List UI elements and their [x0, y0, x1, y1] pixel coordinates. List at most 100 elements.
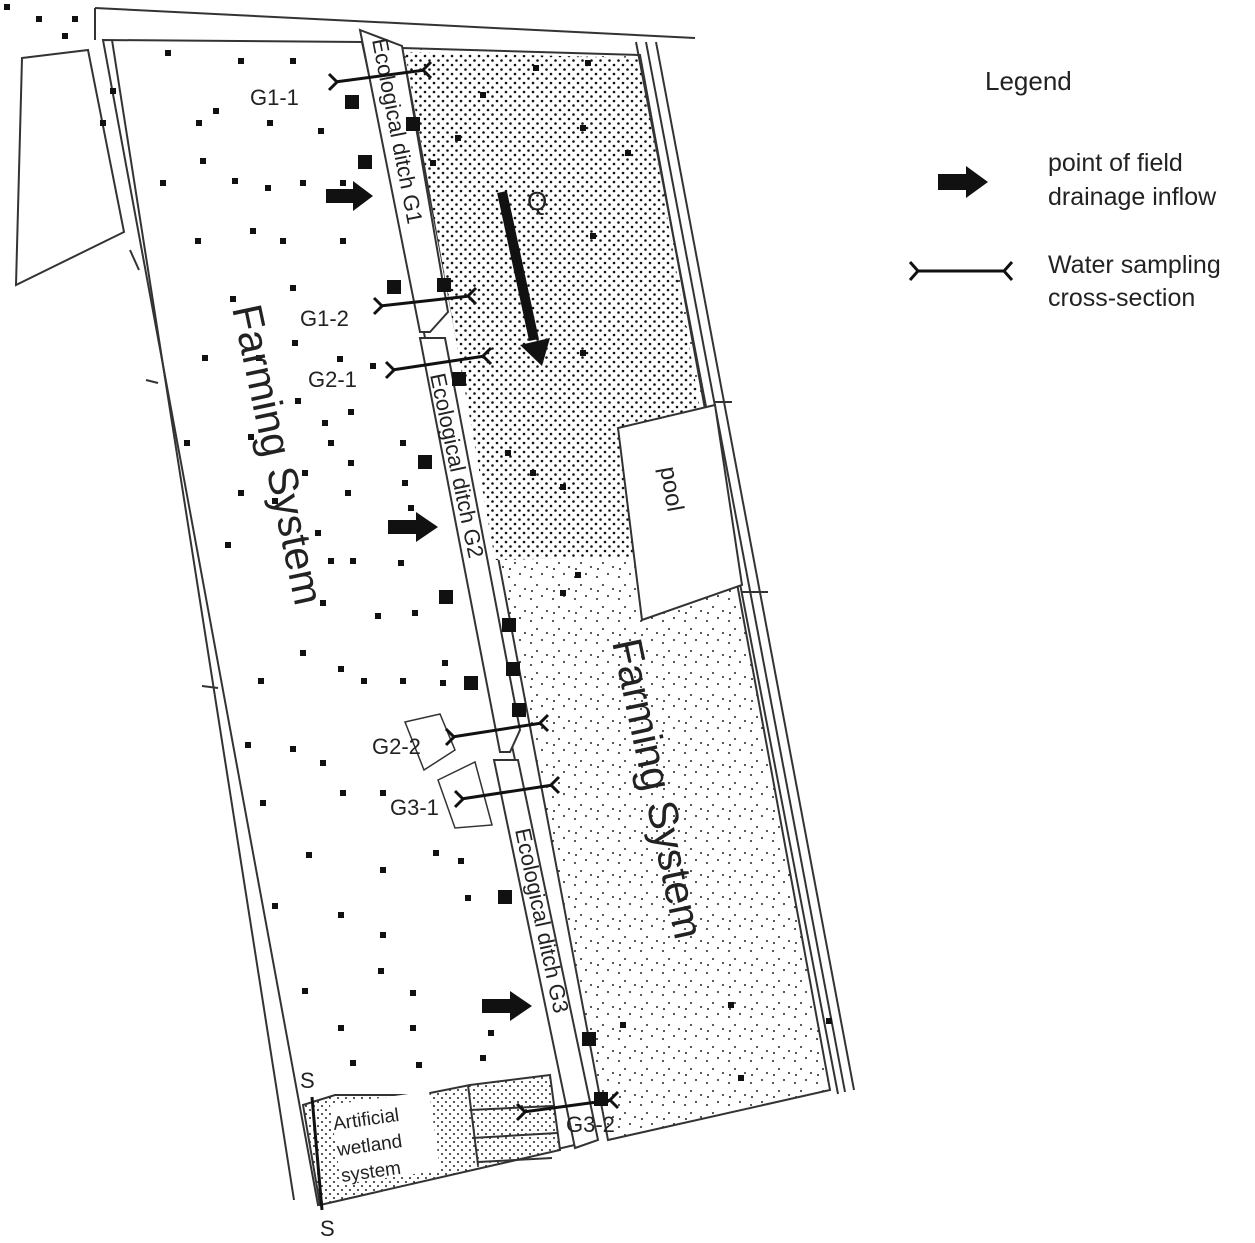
field-marker	[245, 742, 251, 748]
sampling-section-line	[391, 354, 486, 372]
field-marker	[533, 65, 539, 71]
field-marker	[378, 968, 384, 974]
field-marker	[100, 120, 106, 126]
field-marker	[290, 746, 296, 752]
field-marker	[575, 572, 581, 578]
field-marker	[165, 50, 171, 56]
field-marker-large	[498, 890, 512, 904]
flow-label: Q	[527, 186, 547, 216]
field-marker	[560, 590, 566, 596]
field-marker	[306, 852, 312, 858]
field-marker	[350, 558, 356, 564]
field-marker	[458, 858, 464, 864]
sampling-section-end	[465, 286, 478, 306]
field-marker	[410, 1025, 416, 1031]
field-marker	[302, 988, 308, 994]
field-marker	[465, 895, 471, 901]
sampling-section-end	[420, 60, 433, 80]
sampling-section-line	[334, 68, 426, 84]
field-marker	[328, 558, 334, 564]
field-marker-large	[464, 676, 478, 690]
flow-arrow	[497, 190, 550, 366]
field-marker	[620, 1022, 626, 1028]
field-marker-large	[506, 662, 520, 676]
sampling-section-end	[444, 727, 457, 747]
field-marker	[267, 120, 273, 126]
small-plot-a	[403, 713, 456, 772]
sampling-section-end	[515, 1102, 528, 1122]
field-marker	[202, 355, 208, 361]
field-marker	[195, 238, 201, 244]
field-marker	[315, 530, 321, 536]
field-marker	[430, 160, 436, 166]
field-marker	[580, 125, 586, 131]
field-marker	[272, 498, 278, 504]
field-marker	[290, 58, 296, 64]
field-marker-large	[345, 95, 359, 109]
field-marker	[488, 1030, 494, 1036]
field-marker	[480, 92, 486, 98]
field-marker-large	[358, 155, 372, 169]
field-marker	[328, 440, 334, 446]
field-marker-large	[512, 703, 526, 717]
field-marker	[248, 434, 254, 440]
s-section-line	[310, 1096, 324, 1211]
field-marker	[196, 120, 202, 126]
field-marker	[320, 600, 326, 606]
field-marker	[260, 800, 266, 806]
field-marker	[400, 678, 406, 684]
legend-inflow-arrow-icon	[938, 166, 988, 198]
field-marker	[338, 912, 344, 918]
field-marker	[370, 363, 376, 369]
section-label-g1-1: G1-1	[250, 85, 299, 110]
field-marker-large	[406, 117, 420, 131]
sampling-section-end	[480, 346, 493, 366]
section-label-g3-2: G3-2	[566, 1112, 615, 1137]
field-marker	[290, 285, 296, 291]
field-marker	[380, 867, 386, 873]
field-marker	[200, 158, 206, 164]
field-marker	[318, 128, 324, 134]
field-marker	[410, 990, 416, 996]
field-marker	[302, 470, 308, 476]
field-marker	[580, 350, 586, 356]
field-marker	[265, 185, 271, 191]
field-marker	[455, 135, 461, 141]
field-marker	[361, 678, 367, 684]
inflow-arrow-2	[388, 512, 438, 542]
sampling-section-end	[453, 789, 466, 809]
field-marker	[340, 238, 346, 244]
sampling-section-line	[460, 783, 554, 801]
field-marker	[440, 680, 446, 686]
section-mark-top: S	[300, 1068, 315, 1093]
ecological-ditches	[358, 28, 600, 1150]
ditch-g2	[418, 337, 522, 753]
field-marker	[340, 790, 346, 796]
field-marker	[738, 1075, 744, 1081]
field-marker	[292, 340, 298, 346]
small-plot-b	[437, 760, 493, 829]
field-marker	[300, 180, 306, 186]
field-marker	[505, 450, 511, 456]
field-marker	[272, 903, 278, 909]
field-marker	[110, 88, 116, 94]
field-marker	[400, 440, 406, 446]
field-markers	[100, 50, 832, 1106]
field-marker	[322, 420, 328, 426]
sampling-section-end	[384, 360, 397, 380]
field-marker	[345, 490, 351, 496]
field-marker	[350, 1060, 356, 1066]
field-marker	[480, 1055, 486, 1061]
field-marker	[160, 180, 166, 186]
field-marker	[295, 398, 301, 404]
sampling-section-end	[548, 775, 561, 795]
field-marker	[625, 150, 631, 156]
sampling-section-end	[372, 296, 385, 316]
field-marker	[560, 484, 566, 490]
section-label-g3-1: G3-1	[390, 795, 439, 820]
field-marker	[412, 610, 418, 616]
field-marker-large	[452, 372, 466, 386]
field-marker-large	[502, 618, 516, 632]
field-marker	[402, 480, 408, 486]
field-marker-large	[594, 1092, 608, 1106]
